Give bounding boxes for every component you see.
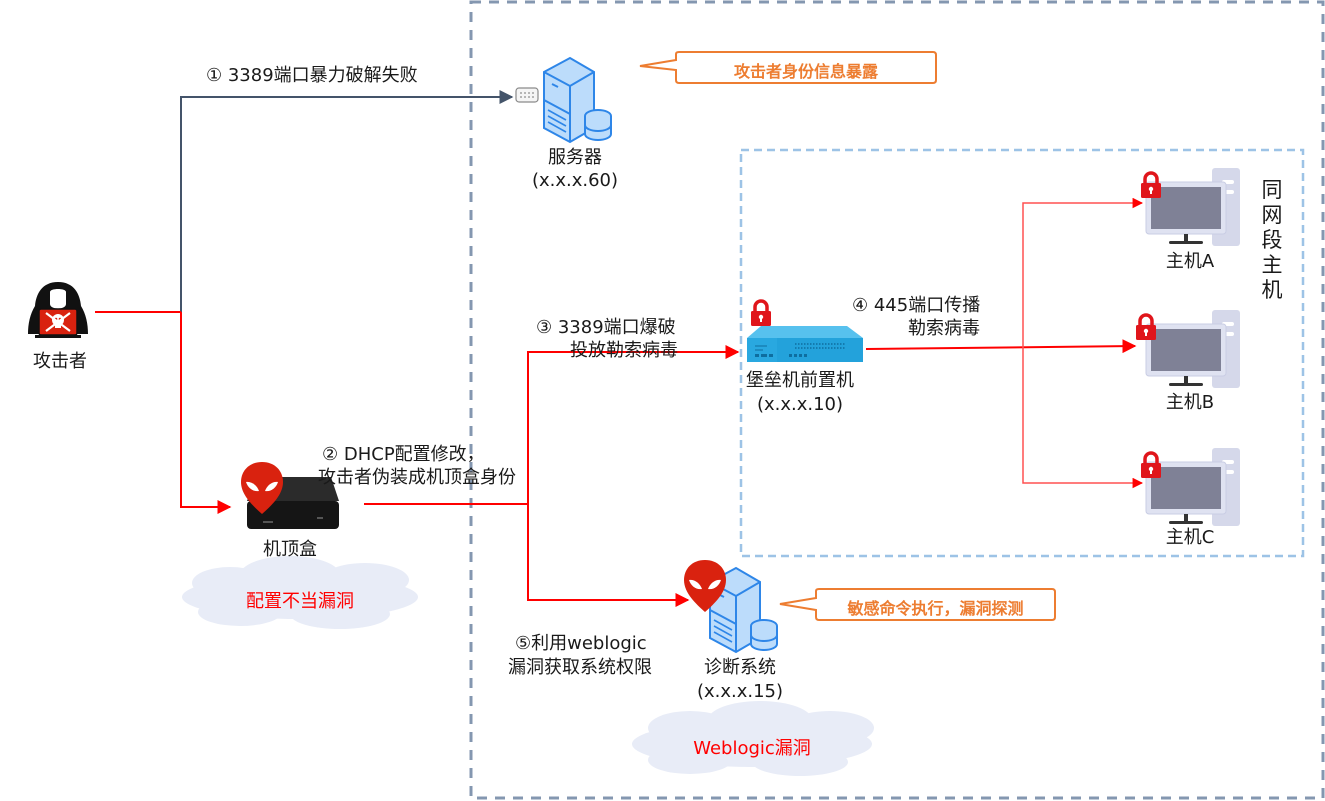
step-4-label-line1: ④ 445端口传播 <box>852 295 981 316</box>
callout-identity-exposed-text: 攻击者身份信息暴露 <box>733 62 878 81</box>
edge-1-bruteforce-failed <box>180 90 514 312</box>
misconfig-vuln-label: 配置不当漏洞 <box>246 591 354 612</box>
edge-4-to-hostA <box>1022 197 1144 346</box>
rdp-port-icon <box>515 87 539 103</box>
callout-identity-exposed <box>639 51 937 84</box>
internal-network-zone <box>469 0 1325 800</box>
hostA-label: 主机A <box>1165 251 1215 272</box>
step-3-label-line2: 投放勒索病毒 <box>570 340 678 361</box>
hostC-label: 主机C <box>1165 527 1215 548</box>
server-ip: (x.x.x.60) <box>531 170 619 191</box>
desktop-computer-icon-hostC <box>1145 447 1241 527</box>
lock-icon-hostC <box>1139 451 1163 480</box>
server-label: 服务器 <box>548 147 602 168</box>
cloud-weblogic <box>632 701 874 776</box>
step-3-label-line1: ③ 3389端口爆破 <box>536 317 676 338</box>
hacker-icon <box>28 282 88 338</box>
firewall-appliance-icon <box>747 326 863 362</box>
desktop-computer-icon-hostB <box>1145 309 1241 389</box>
same-segment-zone-label: 同网段主机 <box>1261 178 1283 302</box>
hostB-label: 主机B <box>1165 392 1215 413</box>
settop-box-label: 机顶盒 <box>263 539 317 560</box>
step-5-label-line1: ⑤利用weblogic <box>515 633 647 654</box>
lock-icon-hostB <box>1134 313 1158 342</box>
bastion-ip: (x.x.x.10) <box>756 394 844 415</box>
callout-command-exec-text: 敏感命令执行，漏洞探测 <box>847 599 1024 618</box>
desktop-computer-icon-hostA <box>1145 167 1241 247</box>
lock-icon-bastion <box>749 299 773 328</box>
step-2-label-line2: 攻击者伪装成机顶盒身份 <box>318 467 516 488</box>
cloud-misconfig <box>182 556 418 629</box>
attacker-label: 攻击者 <box>33 351 87 372</box>
edge-attacker-to-settop <box>180 312 232 514</box>
diag-ip: (x.x.x.15) <box>696 681 784 702</box>
edge-3-to-bastion <box>527 345 740 600</box>
weblogic-vuln-label: Weblogic漏洞 <box>693 738 811 759</box>
same-segment-zone <box>739 148 1305 558</box>
edge-5-to-diag <box>527 540 690 607</box>
step-4-label-line2: 勒索病毒 <box>908 318 980 339</box>
lock-icon-hostA <box>1139 171 1163 200</box>
edge-4-to-hostC <box>1022 346 1144 489</box>
server-icon <box>543 57 612 143</box>
step-1-label: ① 3389端口暴力破解失败 <box>206 65 418 86</box>
bastion-label: 堡垒机前置机 <box>746 370 854 391</box>
edge-4-to-hostB <box>865 339 1137 354</box>
step-5-label-line2: 漏洞获取系统权限 <box>508 657 652 678</box>
step-2-label-line1: ② DHCP配置修改， <box>322 444 485 465</box>
diag-label: 诊断系统 <box>704 657 776 678</box>
callout-command-exec <box>779 588 1056 621</box>
